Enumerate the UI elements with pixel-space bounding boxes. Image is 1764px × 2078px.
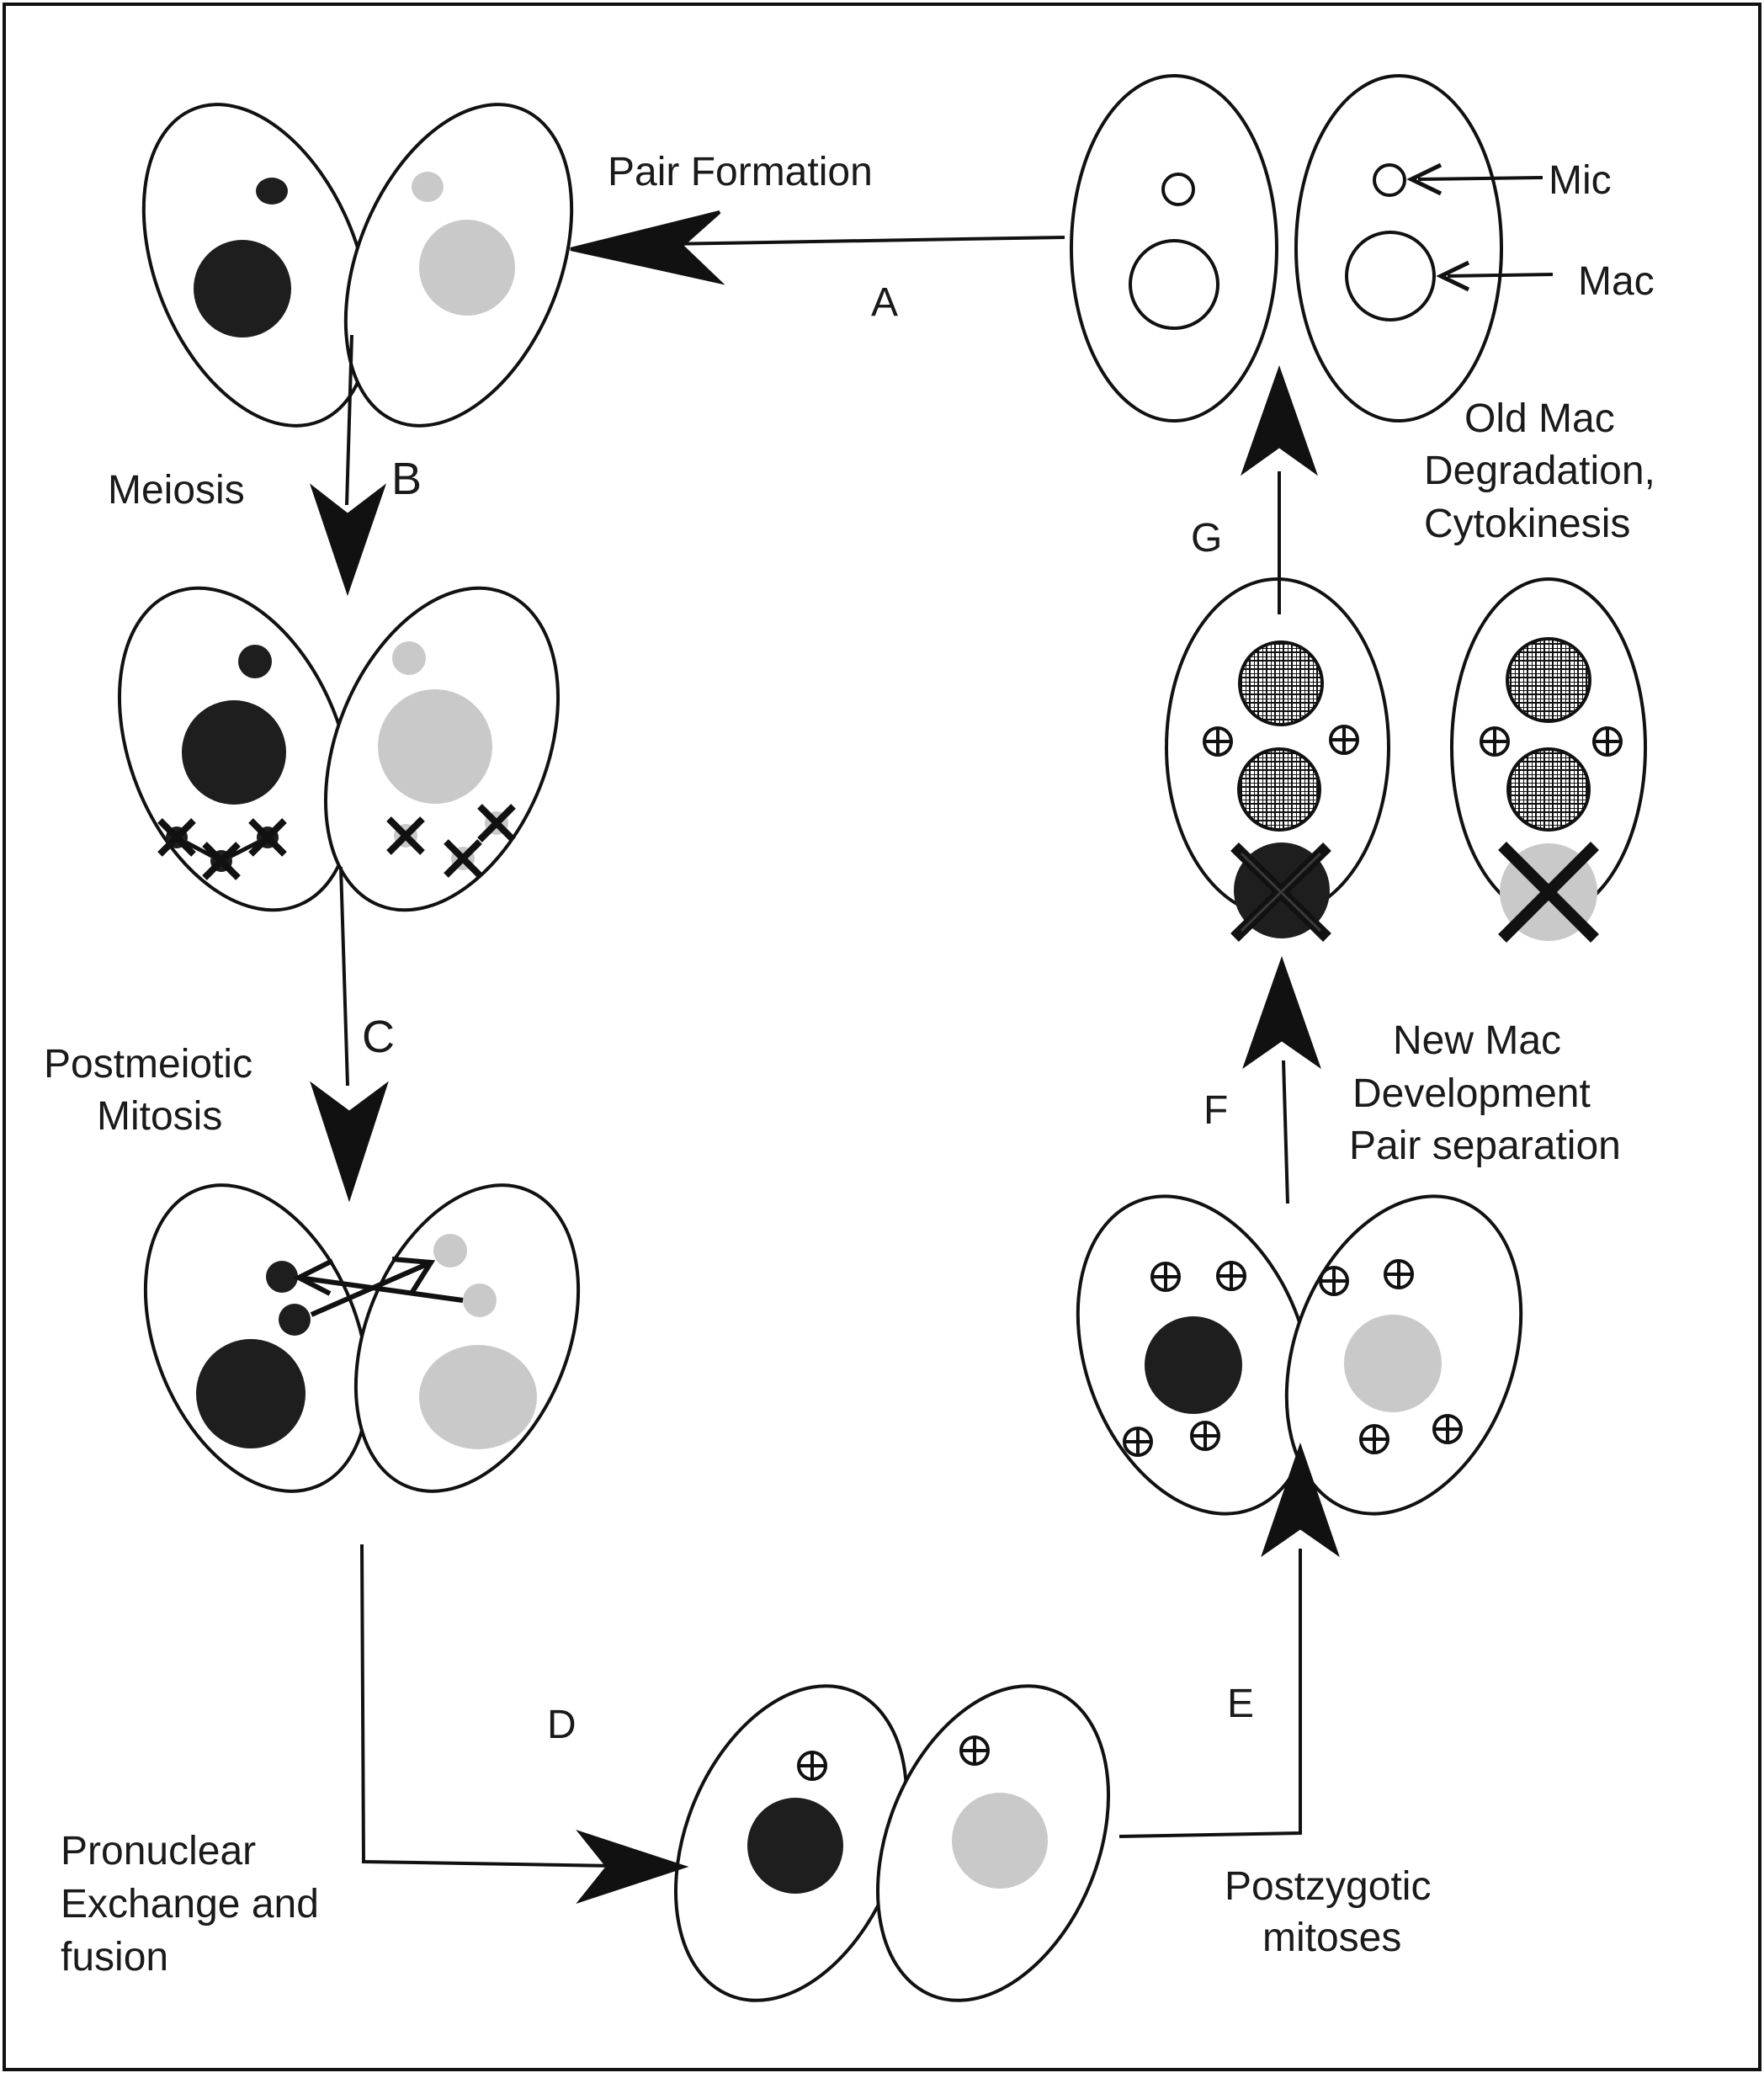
micronuclei	[1480, 726, 1623, 757]
macronucleus-dark	[194, 240, 291, 337]
caption-e-line2: mitoses	[1262, 1916, 1401, 1960]
exchange-arrows	[293, 1257, 464, 1317]
arrow-e-head	[1261, 1442, 1340, 1558]
caption-f-line3: Pair separation	[1349, 1124, 1621, 1168]
stage-exchange	[143, 1183, 581, 1493]
mac-pointer-head	[1436, 260, 1470, 292]
legend-mic: Mic	[1549, 158, 1612, 203]
legend-mac: Mac	[1578, 259, 1655, 304]
caption-c-line2: Mitosis	[97, 1094, 222, 1139]
stage-vegetative	[1070, 74, 1503, 423]
synkaryon-icon	[797, 1751, 827, 1781]
mic-pointer-head	[1406, 162, 1443, 196]
labels: Pair Formation A Meiosis B Postmeiotic M…	[44, 150, 1655, 1980]
arrow-g-head	[1241, 364, 1318, 476]
macronucleus-light	[952, 1793, 1048, 1889]
stage-meiosis	[117, 586, 561, 912]
arrow-d-head	[576, 1830, 689, 1904]
macronucleus-light	[419, 1345, 537, 1449]
synkaryon-icon	[959, 1735, 990, 1766]
macronucleus-open	[1345, 231, 1436, 322]
caption-f-line2: Development	[1352, 1071, 1591, 1116]
new-macronucleus-anlage	[1237, 747, 1321, 832]
micronucleus-dark	[238, 645, 272, 678]
macronucleus-light	[1344, 1315, 1442, 1412]
letter-b: B	[391, 454, 422, 504]
arrow-e	[1118, 1549, 1302, 1838]
macronucleus-light	[378, 689, 492, 804]
arrow-d	[360, 1544, 615, 1868]
new-macronucleus-anlage	[1506, 637, 1591, 723]
stage-pair-formed	[141, 103, 574, 428]
migratory-pronucleus-dark	[279, 1304, 311, 1336]
macronucleus-light	[419, 220, 515, 316]
stage-separated	[1165, 577, 1647, 943]
micronucleus-open	[1373, 163, 1406, 197]
migratory-pronucleus-light	[433, 1234, 467, 1268]
letter-g: G	[1191, 516, 1222, 561]
arrow-a	[664, 236, 1065, 246]
arrow-b-head	[309, 483, 387, 597]
micronucleus-light	[412, 172, 444, 202]
new-macronucleus-anlage	[1238, 640, 1324, 726]
arrow-c-head	[310, 1081, 389, 1203]
new-macronucleus-anlage	[1506, 747, 1591, 832]
letter-f: F	[1203, 1088, 1228, 1133]
caption-d-line3: fusion	[61, 1935, 168, 1980]
caption-f-line1: New Mac	[1393, 1018, 1561, 1063]
caption-g-line3: Cytokinesis	[1424, 502, 1630, 546]
caption-a: Pair Formation	[608, 150, 873, 194]
caption-d-line2: Exchange and	[61, 1882, 319, 1927]
macronucleus-dark	[182, 700, 286, 805]
stage-fusion	[674, 1684, 1110, 2002]
macronucleus-dark	[1145, 1316, 1242, 1414]
micronucleus-dark	[256, 178, 288, 205]
letter-e: E	[1227, 1682, 1254, 1726]
caption-b: Meiosis	[108, 468, 245, 513]
arrow-f-head	[1242, 955, 1321, 1070]
macronucleus-dark	[196, 1339, 306, 1448]
mac-pointer	[1447, 273, 1554, 278]
degradation-cross	[1498, 842, 1599, 943]
micronucleus-light	[392, 641, 426, 675]
arrow-a-head	[570, 210, 725, 285]
micronuclei	[1203, 725, 1359, 757]
macronucleus-open	[1129, 239, 1219, 330]
caption-d-line1: Pronuclear	[61, 1829, 256, 1873]
figure-frame	[3, 3, 1761, 2071]
caption-g-line1: Old Mac	[1464, 396, 1615, 441]
caption-e-line1: Postzygotic	[1225, 1864, 1431, 1909]
letter-c: C	[362, 1012, 395, 1062]
mic-pointer	[1417, 176, 1544, 181]
stationary-pronucleus-light	[463, 1283, 497, 1317]
meiotic-products-light	[386, 804, 516, 878]
arrow-f	[1282, 1060, 1289, 1204]
cycle-arrows	[309, 162, 1554, 1904]
macronucleus-dark	[747, 1798, 843, 1894]
letter-d: D	[547, 1703, 576, 1747]
division-products	[1123, 1259, 1463, 1457]
meiotic-products-dark	[157, 818, 287, 880]
stage-new-mac-development	[1076, 1194, 1523, 1516]
arrow-b	[345, 334, 353, 506]
arrow-c	[339, 866, 349, 1087]
caption-g-line2: Degradation,	[1424, 449, 1655, 493]
caption-c-line1: Postmeiotic	[44, 1042, 252, 1087]
micronucleus-open	[1161, 173, 1195, 206]
stationary-pronucleus-dark	[266, 1261, 298, 1293]
letter-a: A	[871, 280, 898, 325]
